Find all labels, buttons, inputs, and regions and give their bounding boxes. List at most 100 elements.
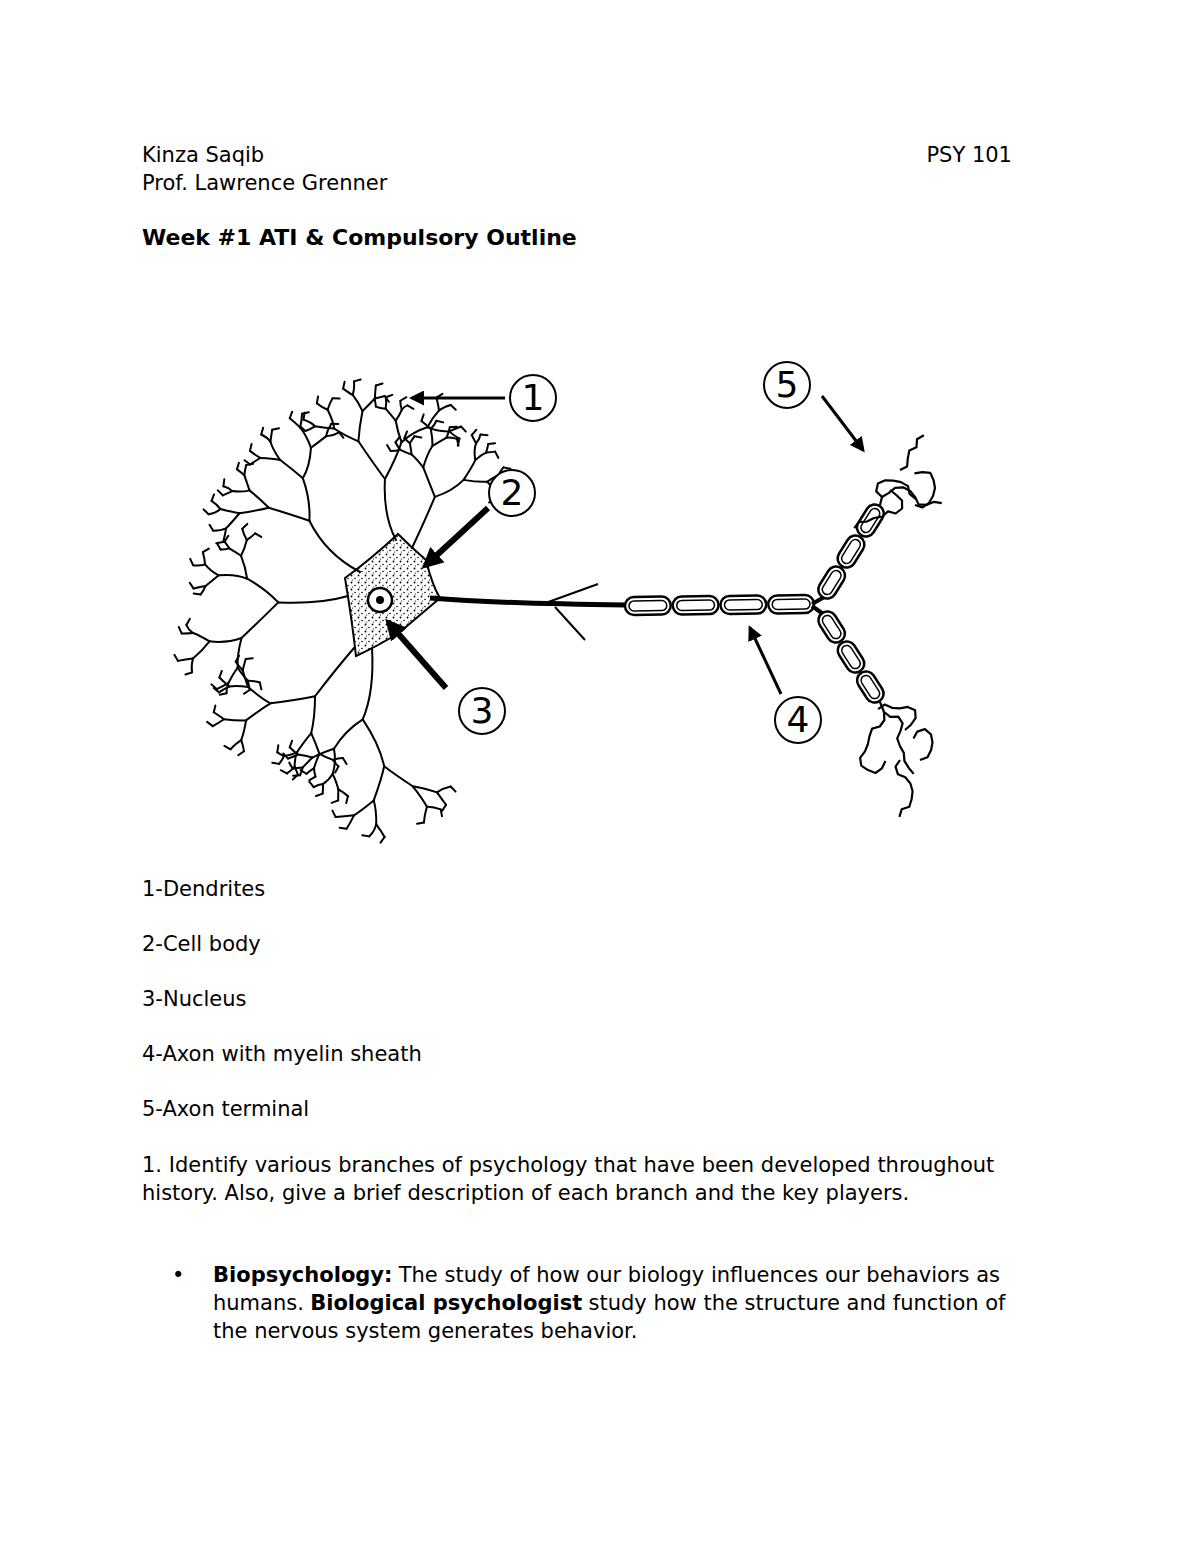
dendrite-stroke bbox=[412, 497, 435, 548]
dendrite-stroke bbox=[407, 405, 413, 409]
dendrite-stroke bbox=[472, 435, 476, 443]
dendrite-stroke bbox=[219, 686, 229, 692]
dendrite-stroke bbox=[261, 435, 270, 442]
callout-arrow bbox=[750, 628, 781, 694]
dendrite-stroke bbox=[400, 397, 406, 401]
dendrite-stroke bbox=[205, 564, 219, 575]
dendrite-stroke bbox=[332, 811, 335, 817]
dendrite-stroke bbox=[396, 421, 402, 443]
callout-number: 5 bbox=[776, 365, 799, 405]
dendrite-stroke bbox=[337, 789, 339, 800]
dendrite-stroke bbox=[347, 815, 354, 828]
dendrite-stroke bbox=[495, 452, 498, 458]
dendrite-stroke bbox=[186, 625, 193, 633]
dendrite-stroke bbox=[384, 766, 413, 786]
dendrite-stroke bbox=[209, 509, 221, 514]
dendrite-stroke bbox=[238, 751, 244, 755]
dendrite-stroke bbox=[210, 638, 242, 642]
dendrite-stroke bbox=[306, 768, 314, 774]
dendrite-stroke bbox=[386, 409, 396, 421]
dendrite-stroke bbox=[457, 439, 459, 446]
dendrite-stroke bbox=[290, 418, 300, 427]
term: Biopsychology: bbox=[213, 1263, 392, 1287]
dendrite-stroke bbox=[269, 508, 310, 521]
dendrite-stroke bbox=[328, 398, 333, 409]
dendrite-stroke bbox=[358, 411, 362, 441]
terminal-branch bbox=[900, 435, 924, 470]
dendrite-stroke bbox=[488, 442, 495, 445]
myelin-segment bbox=[673, 596, 719, 614]
dendrite-stroke bbox=[261, 428, 263, 435]
dendrite-stroke bbox=[303, 478, 310, 520]
bullet-paragraph: Biopsychology:The study of how our biolo… bbox=[213, 1261, 1013, 1345]
dendrite-stroke bbox=[439, 405, 451, 410]
dendrite-stroke bbox=[333, 749, 335, 774]
dendrite-stroke bbox=[247, 579, 278, 603]
dendrite-stroke bbox=[486, 444, 488, 453]
dendrite-stroke bbox=[363, 719, 384, 766]
dendrite-stroke bbox=[450, 426, 457, 429]
dendrite-stroke bbox=[224, 719, 246, 720]
dendrite-stroke bbox=[250, 458, 260, 464]
dendrite-stroke bbox=[385, 397, 388, 408]
part-name: 5-Axon terminal bbox=[142, 1095, 309, 1123]
dendrite-stroke bbox=[206, 575, 219, 586]
dendrite-stroke bbox=[375, 396, 385, 398]
dendrite-stroke bbox=[214, 705, 216, 712]
dendrite-branches bbox=[174, 379, 510, 842]
dendrite-stroke bbox=[410, 436, 415, 443]
dendrite-stroke bbox=[423, 446, 432, 468]
dendrite-stroke bbox=[358, 441, 385, 479]
dendrite-stroke bbox=[336, 815, 354, 817]
dendrite-stroke bbox=[236, 656, 239, 662]
dendrite-stroke bbox=[248, 681, 260, 683]
dendrite-stroke bbox=[225, 542, 230, 549]
callout-number: 3 bbox=[471, 691, 494, 731]
dendrite-stroke bbox=[316, 794, 323, 796]
dendrite-stroke bbox=[220, 693, 227, 694]
dendrite-stroke bbox=[314, 768, 315, 777]
cell-body bbox=[345, 534, 440, 656]
dendrite-stroke bbox=[317, 403, 328, 409]
terminal-branch bbox=[914, 472, 935, 507]
terminal-branch bbox=[914, 729, 933, 760]
dendrite-stroke bbox=[303, 758, 313, 768]
dendrite-stroke bbox=[228, 668, 237, 684]
dendrite-stroke bbox=[246, 703, 270, 720]
dendrite-stroke bbox=[293, 767, 303, 768]
dendrite-stroke bbox=[332, 800, 339, 802]
dendrite-stroke bbox=[290, 747, 298, 754]
dendrite-stroke bbox=[236, 662, 243, 670]
dendrite-stroke bbox=[272, 428, 279, 430]
myelin-segment bbox=[815, 608, 848, 646]
dendrite-stroke bbox=[213, 719, 224, 726]
dendrite-stroke bbox=[451, 405, 456, 410]
dendrite-stroke bbox=[417, 823, 424, 824]
part-name: 1-Dendrites bbox=[142, 875, 265, 903]
dendrite-stroke bbox=[243, 659, 246, 670]
myelin-segment bbox=[625, 597, 671, 615]
dendrite-stroke bbox=[244, 475, 249, 490]
dendrite-stroke bbox=[244, 690, 250, 694]
dendrite-stroke bbox=[185, 672, 192, 674]
dendrite-stroke bbox=[241, 540, 247, 556]
dendrite-stroke bbox=[458, 439, 460, 446]
dendrite-stroke bbox=[400, 450, 412, 455]
dendrite-stroke bbox=[423, 467, 435, 496]
dendrite-stroke bbox=[363, 398, 375, 411]
dendrite-stroke bbox=[241, 720, 246, 740]
terminal-branch bbox=[896, 760, 913, 817]
dendrite-stroke bbox=[312, 749, 334, 758]
dendrite-stroke bbox=[437, 792, 446, 804]
dendrite-stroke bbox=[476, 434, 481, 443]
dendrite-stroke bbox=[190, 583, 194, 589]
callout-number: 2 bbox=[501, 473, 524, 513]
dendrite-stroke bbox=[272, 763, 279, 764]
dendrite-stroke bbox=[219, 678, 229, 687]
dendrite-stroke bbox=[461, 427, 466, 432]
dendrite-stroke bbox=[193, 633, 209, 641]
dendrite-stroke bbox=[421, 414, 423, 421]
dendrite-stroke bbox=[315, 426, 334, 428]
dendrite-stroke bbox=[402, 405, 408, 409]
part-name: 4-Axon with myelin sheath bbox=[142, 1040, 422, 1068]
